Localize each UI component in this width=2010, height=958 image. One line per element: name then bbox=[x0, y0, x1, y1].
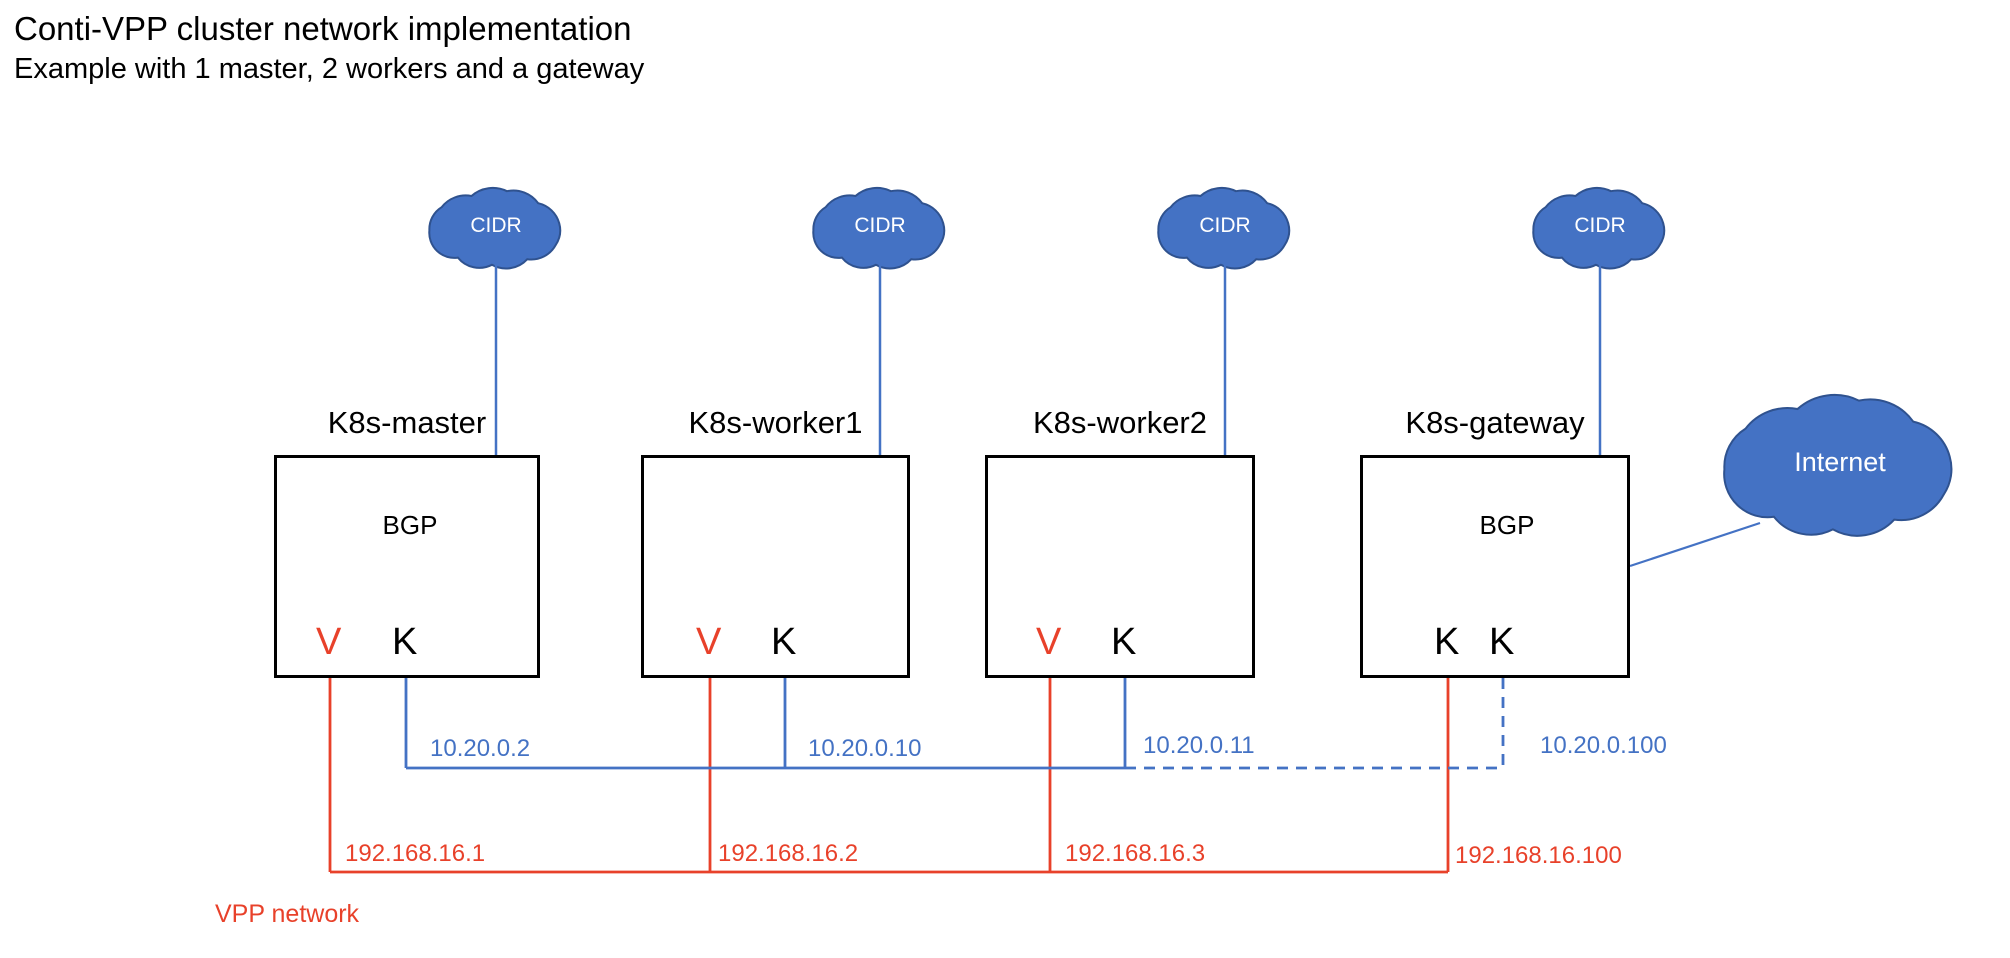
ip-label-192-168-16-1: 192.168.16.1 bbox=[345, 840, 486, 867]
gateway-internet-link bbox=[1629, 521, 1761, 568]
ip-label-10-20-0-100: 10.20.0.100 bbox=[1540, 732, 1667, 759]
cidr-cloud-worker1-label: CIDR bbox=[854, 214, 906, 237]
internet-cloud bbox=[1723, 393, 1953, 537]
k8s-worker2-box[interactable] bbox=[985, 455, 1255, 678]
page-subtitle: Example with 1 master, 2 workers and a g… bbox=[14, 53, 645, 85]
ip-label-10-20-0-2: 10.20.0.2 bbox=[430, 735, 531, 762]
cidr-cloud-gateway bbox=[1532, 186, 1666, 270]
k8s-worker1-iface-left: V bbox=[696, 621, 722, 663]
k8s-worker2-iface-right: K bbox=[1111, 621, 1137, 663]
cidr-cloud-master bbox=[428, 186, 562, 270]
ip-label-192-168-16-2: 192.168.16.2 bbox=[718, 840, 859, 867]
page-title-block: Conti-VPP cluster network implementation… bbox=[14, 8, 1214, 88]
k8s-gateway-iface-left: K bbox=[1434, 621, 1460, 663]
k8s-master-iface-left: V bbox=[316, 621, 342, 663]
cidr-cloud-gateway-label: CIDR bbox=[1574, 214, 1626, 237]
cidr-cloud-worker2-label: CIDR bbox=[1199, 214, 1251, 237]
ip-label-192-168-16-100: 192.168.16.100 bbox=[1455, 842, 1622, 869]
k8s-worker1-title: K8s-worker1 bbox=[688, 405, 863, 440]
cidr-cloud-worker1 bbox=[812, 186, 946, 270]
ip-label-192-168-16-3: 192.168.16.3 bbox=[1065, 840, 1206, 867]
ip-label-10-20-0-11: 10.20.0.11 bbox=[1143, 732, 1255, 759]
cidr-cloud-worker2 bbox=[1157, 186, 1291, 270]
k8s-worker1-box[interactable] bbox=[641, 455, 910, 678]
k8s-worker2-title: K8s-worker2 bbox=[1033, 405, 1207, 440]
internet-cloud-label: Internet bbox=[1794, 447, 1886, 477]
ip-label-10-20-0-10: 10.20.0.10 bbox=[808, 735, 922, 762]
k8s-master-title: K8s-master bbox=[327, 405, 487, 440]
k8s-gateway-iface-right: K bbox=[1489, 621, 1515, 663]
k8s-worker2-iface-left: V bbox=[1036, 621, 1062, 663]
k8s-worker1-iface-right: K bbox=[771, 621, 797, 663]
vpp-network-legend: VPP network bbox=[215, 900, 360, 928]
k8s-gateway-bgp-label: BGP bbox=[1479, 510, 1535, 540]
k8s-master-iface-right: K bbox=[392, 621, 418, 663]
page-title: Conti-VPP cluster network implementation bbox=[14, 10, 632, 47]
k8s-gateway-box[interactable] bbox=[1360, 455, 1630, 678]
cidr-cloud-master-label: CIDR bbox=[470, 214, 522, 237]
k8s-master-box[interactable] bbox=[274, 455, 540, 678]
k8s-gateway-title: K8s-gateway bbox=[1405, 405, 1585, 440]
k8s-master-bgp-label: BGP bbox=[382, 510, 438, 540]
